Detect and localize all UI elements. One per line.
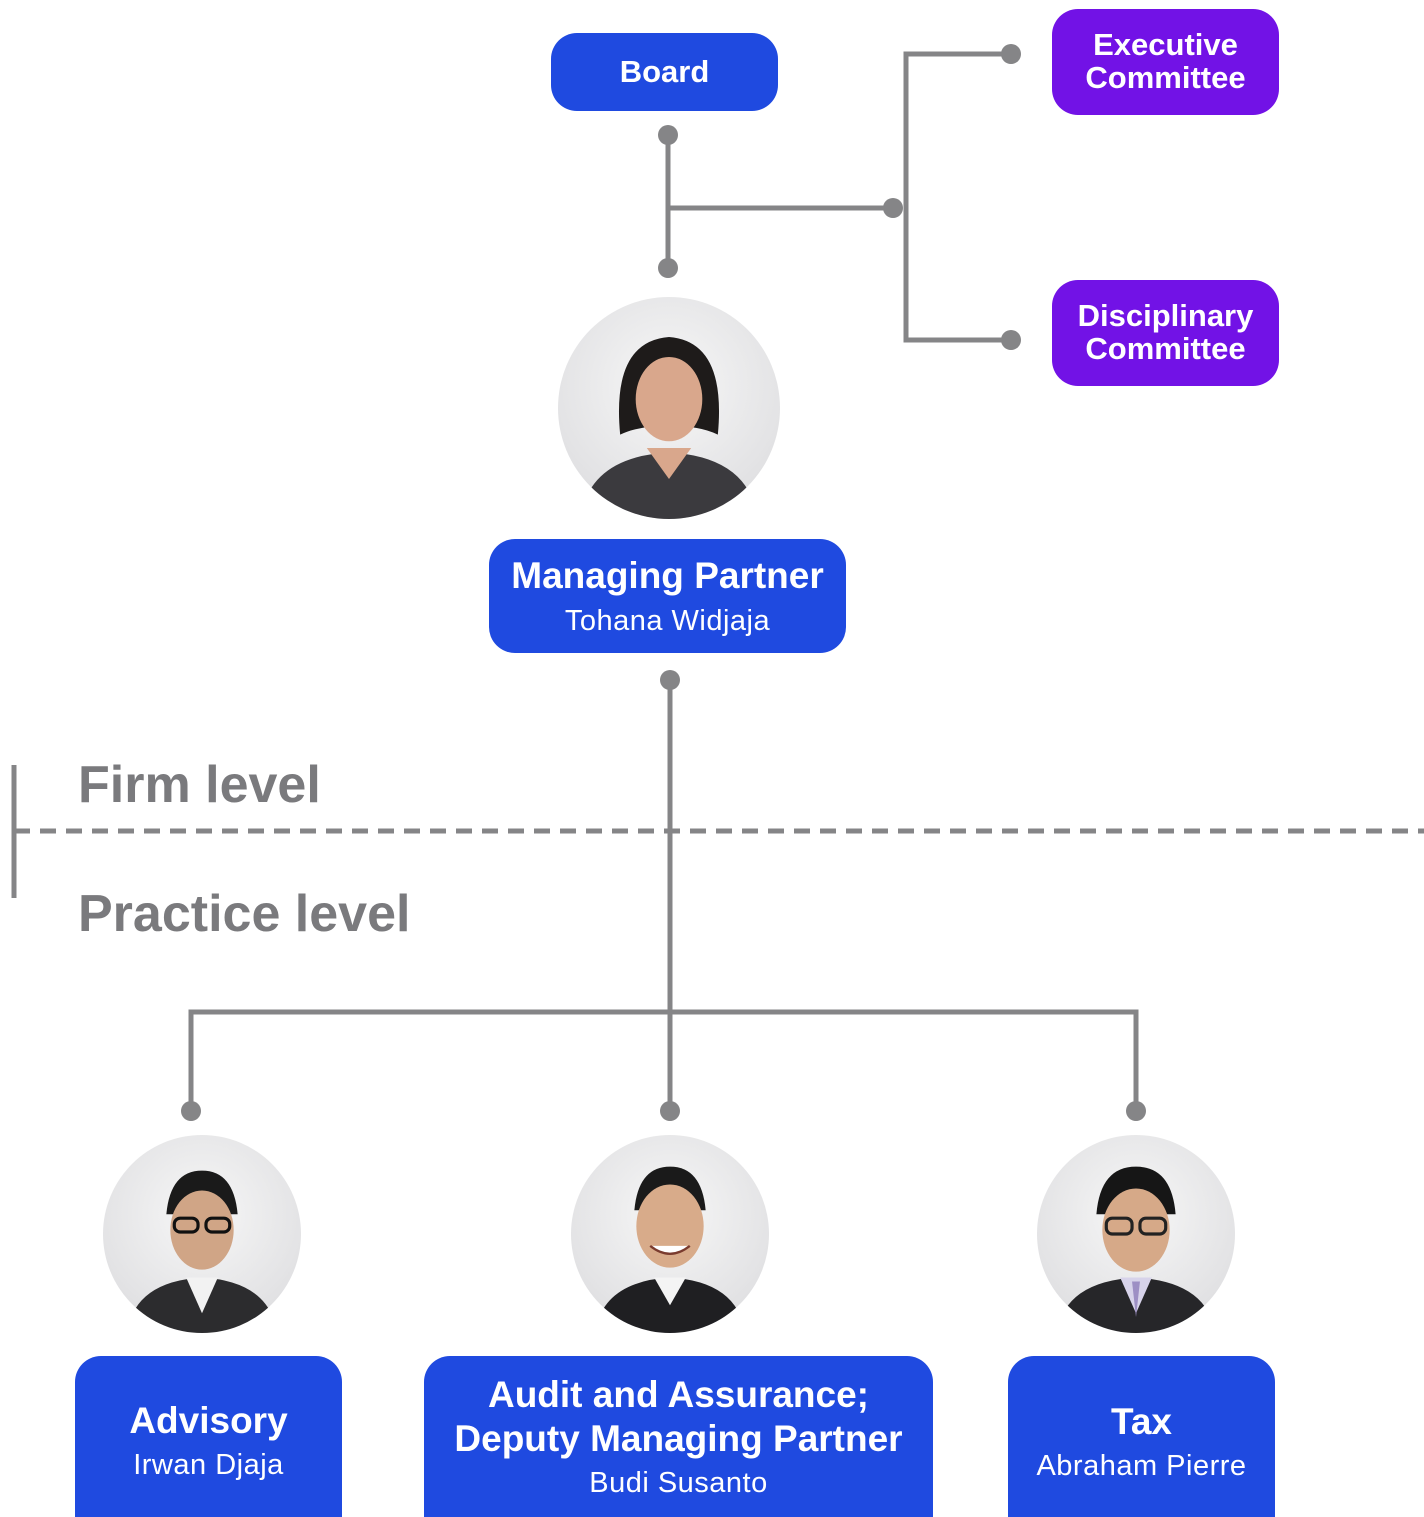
advisory-title: Advisory — [129, 1399, 288, 1441]
tax-name: Abraham Pierre — [1036, 1450, 1247, 1483]
person-portrait-icon — [1056, 1166, 1216, 1333]
audit-name: Budi Susanto — [589, 1467, 768, 1500]
managing-partner-title: Managing Partner — [511, 555, 824, 597]
tax-title: Tax — [1110, 1400, 1172, 1442]
executive-committee-label: Executive Committee — [1085, 27, 1246, 95]
board-label: Board — [619, 53, 710, 89]
advisory-name: Irwan Djaja — [133, 1449, 284, 1482]
managing-partner-photo — [558, 297, 780, 519]
disciplinary-committee-box: Disciplinary Committee — [1052, 280, 1279, 386]
audit-photo — [571, 1135, 769, 1333]
person-portrait-icon — [126, 1170, 278, 1333]
person-portrait-icon — [594, 1166, 746, 1333]
tax-box: Tax Abraham Pierre — [1008, 1356, 1275, 1517]
executive-committee-box: Executive Committee — [1052, 9, 1279, 115]
managing-partner-name: Tohana Widjaja — [564, 604, 771, 637]
audit-box: Audit and Assurance; Deputy Managing Par… — [424, 1356, 933, 1517]
advisory-box: Advisory Irwan Djaja — [75, 1356, 342, 1517]
managing-partner-box: Managing Partner Tohana Widjaja — [489, 539, 846, 653]
disciplinary-committee-label: Disciplinary Committee — [1077, 298, 1254, 366]
tax-photo — [1037, 1135, 1235, 1333]
advisory-photo — [103, 1135, 301, 1333]
board-box: Board — [551, 33, 778, 111]
firm-level-label: Firm level — [78, 756, 321, 814]
practice-level-label: Practice level — [78, 885, 411, 943]
person-portrait-icon — [580, 336, 758, 519]
audit-title: Audit and Assurance; Deputy Managing Par… — [454, 1373, 903, 1459]
